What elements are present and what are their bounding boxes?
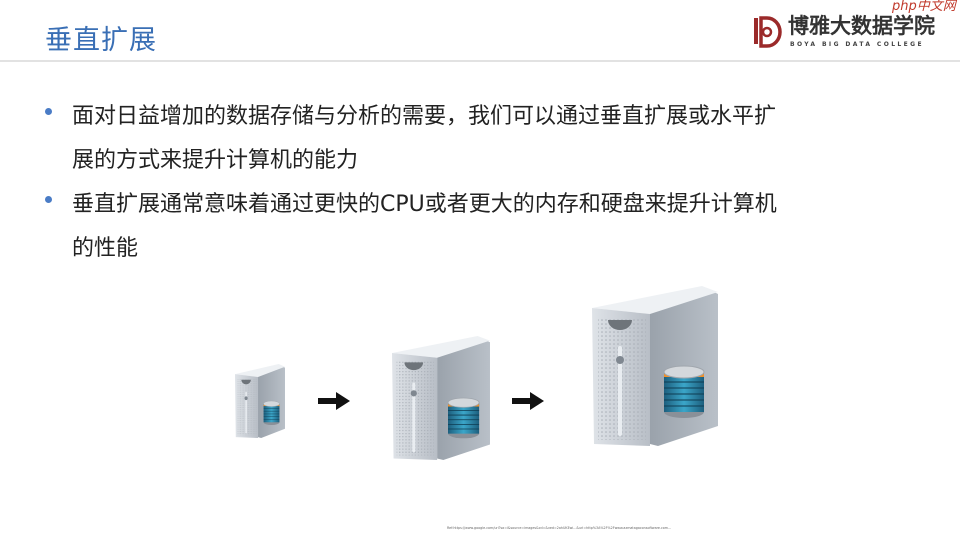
page-title: 垂直扩展 xyxy=(45,25,157,56)
arrow-right-icon xyxy=(318,392,350,410)
logo-name-en: BOYA BIG DATA COLLEGE xyxy=(790,41,924,48)
bullet-dot xyxy=(45,196,52,203)
bullet-text: 垂直扩展通常意味着通过更快的CPU或者更大的内存和硬盘来提升计算机 xyxy=(72,192,777,217)
bullet-dot xyxy=(45,108,52,115)
bullet-list: 面对日益增加的数据存储与分析的需要，我们可以通过垂直扩展或水平扩 展的方式来提升… xyxy=(45,95,777,271)
server-small-icon xyxy=(235,364,285,438)
watermark: php中文网 xyxy=(892,0,956,14)
logo-name-cn: 博雅大数据学院 xyxy=(788,14,935,38)
bullet-text: 展的方式来提升计算机的能力 xyxy=(72,148,359,173)
bullet-text: 的性能 xyxy=(72,236,139,261)
logo-mark-icon xyxy=(754,16,782,48)
reference-link[interactable]: Ref:https://www.google.com/url?sa=i&sour… xyxy=(447,526,672,530)
bullet-item: 垂直扩展通常意味着通过更快的CPU或者更大的内存和硬盘来提升计算机 的性能 xyxy=(45,183,777,271)
arrow-right-icon xyxy=(512,392,544,410)
server-medium-icon xyxy=(392,336,490,460)
bullet-text: 面对日益增加的数据存储与分析的需要，我们可以通过垂直扩展或水平扩 xyxy=(72,104,777,129)
server-large-icon xyxy=(592,286,718,446)
logo: 博雅大数据学院 BOYA BIG DATA COLLEGE php中文网 xyxy=(752,0,958,54)
bullet-item: 面对日益增加的数据存储与分析的需要，我们可以通过垂直扩展或水平扩 展的方式来提升… xyxy=(45,95,777,183)
header-divider xyxy=(0,60,960,62)
